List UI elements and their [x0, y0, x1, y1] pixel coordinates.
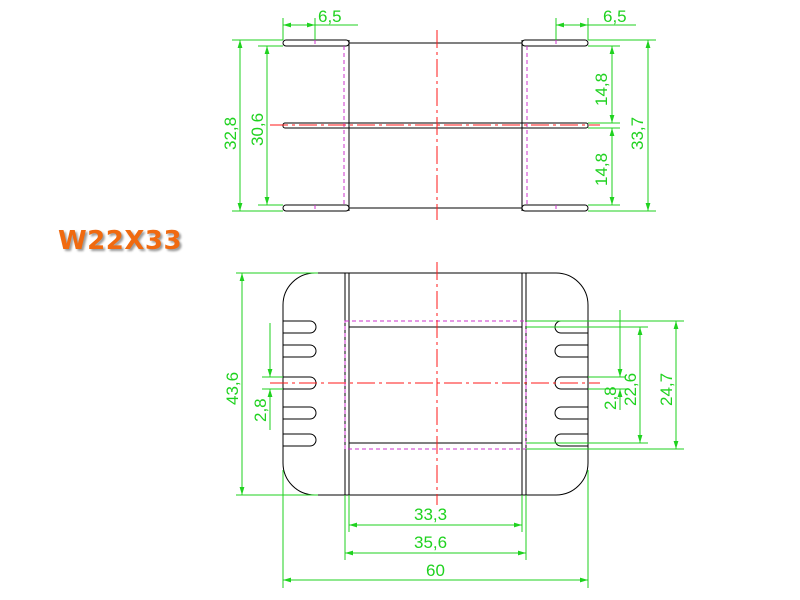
top-view: 6,5 6,5 32,8 30,6 14,8 14,8 33,7 [221, 7, 656, 220]
dim-outer-window-height: 24,7 [657, 373, 676, 406]
dim-flange-right: 6,5 [603, 7, 627, 26]
dim-window-height: 22,6 [621, 373, 640, 406]
front-view: 43,6 2,8 2,8 22,6 24,7 33,3 35,6 [223, 262, 684, 588]
core-window-hidden [344, 320, 527, 450]
part-title: W22X33 [58, 226, 183, 256]
dim-front-height: 43,6 [223, 372, 242, 405]
dim-core-width: 33,3 [414, 505, 447, 524]
top-flange-left-lower [282, 204, 350, 212]
top-flange-left-upper [282, 39, 350, 47]
dim-flange-left: 6,5 [318, 7, 342, 26]
top-flange-right-upper [521, 39, 589, 47]
dim-upper-right: 14,8 [592, 73, 611, 106]
dim-overall-right: 33,7 [628, 117, 647, 150]
dim-overall-left: 32,8 [221, 117, 240, 150]
dim-inner-left: 30,6 [248, 113, 267, 146]
top-flange-right-lower [521, 204, 589, 212]
dim-overall-width: 60 [426, 561, 445, 580]
dim-slot-right: 2,8 [601, 386, 620, 410]
front-flange-outline [282, 272, 589, 496]
dim-flange-width: 35,6 [414, 533, 447, 552]
dim-lower-right: 14,8 [592, 153, 611, 186]
dim-slot-left: 2,8 [251, 398, 270, 422]
